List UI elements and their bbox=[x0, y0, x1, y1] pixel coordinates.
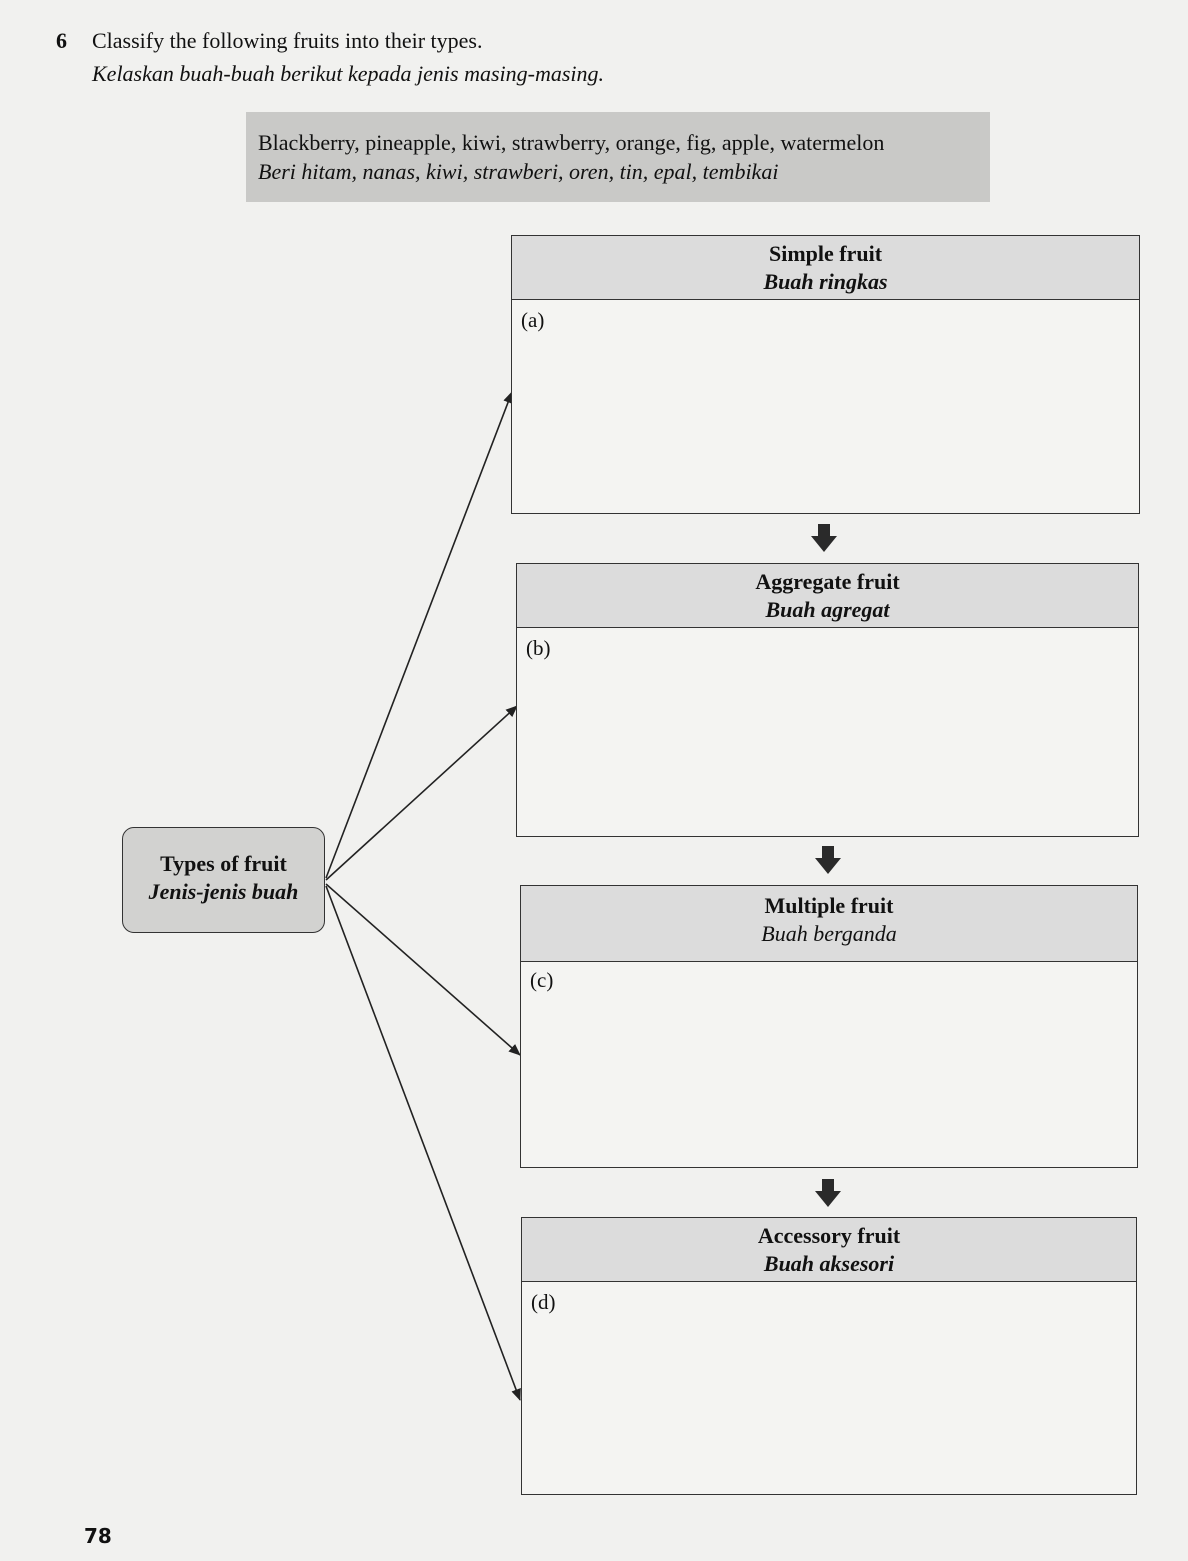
accessory-fruit-header: Accessory fruit Buah aksesori bbox=[522, 1218, 1136, 1282]
multiple-fruit-title-en: Multiple fruit bbox=[764, 893, 894, 918]
down-arrow-icon bbox=[811, 524, 837, 552]
aggregate-fruit-title-en: Aggregate fruit bbox=[755, 569, 900, 594]
question-text-en: Classify the following fruits into their… bbox=[92, 28, 483, 53]
fruit-list-en: Blackberry, pineapple, kiwi, strawberry,… bbox=[258, 130, 885, 155]
multiple-fruit-header: Multiple fruit Buah berganda bbox=[521, 886, 1137, 962]
arrow-to-multiple bbox=[325, 883, 521, 1056]
accessory-fruit-box: Accessory fruit Buah aksesori (d) bbox=[521, 1217, 1137, 1495]
answer-label-a: (a) bbox=[521, 308, 545, 332]
fruit-list-ms: Beri hitam, nanas, kiwi, strawberi, oren… bbox=[258, 159, 779, 184]
accessory-fruit-title-en: Accessory fruit bbox=[757, 1223, 901, 1248]
types-of-fruit-box: Types of fruit Jenis-jenis buah bbox=[122, 827, 325, 933]
arrow-to-simple bbox=[325, 391, 513, 879]
question-number: 6 bbox=[56, 28, 67, 53]
answer-label-b: (b) bbox=[526, 636, 551, 660]
aggregate-fruit-title-ms: Buah agregat bbox=[765, 597, 890, 622]
fruit-list-box: Blackberry, pineapple, kiwi, strawberry,… bbox=[246, 112, 990, 202]
down-arrow-icon bbox=[815, 846, 841, 874]
arrow-to-aggregate bbox=[325, 705, 518, 881]
multiple-fruit-title-ms: Buah berganda bbox=[761, 921, 897, 946]
accessory-fruit-title-ms: Buah aksesori bbox=[763, 1251, 895, 1276]
simple-fruit-header: Simple fruit Buah ringkas bbox=[512, 236, 1139, 300]
question-text-ms: Kelaskan buah-buah berikut kepada jenis … bbox=[92, 61, 605, 86]
aggregate-fruit-box: Aggregate fruit Buah agregat (b) bbox=[516, 563, 1139, 837]
aggregate-fruit-header: Aggregate fruit Buah agregat bbox=[517, 564, 1138, 628]
answer-label-d: (d) bbox=[531, 1290, 556, 1314]
types-of-fruit-en: Types of fruit bbox=[160, 851, 287, 876]
simple-fruit-title-ms: Buah ringkas bbox=[763, 269, 888, 294]
arrow-to-accessory bbox=[325, 885, 521, 1401]
multiple-fruit-box: Multiple fruit Buah berganda (c) bbox=[520, 885, 1138, 1168]
types-of-fruit-ms: Jenis-jenis buah bbox=[148, 879, 299, 904]
simple-fruit-box: Simple fruit Buah ringkas (a) bbox=[511, 235, 1140, 514]
answer-label-c: (c) bbox=[530, 968, 554, 992]
page-number: 78 bbox=[84, 1524, 112, 1548]
down-arrow-icon bbox=[815, 1179, 841, 1207]
simple-fruit-title-en: Simple fruit bbox=[768, 241, 883, 266]
